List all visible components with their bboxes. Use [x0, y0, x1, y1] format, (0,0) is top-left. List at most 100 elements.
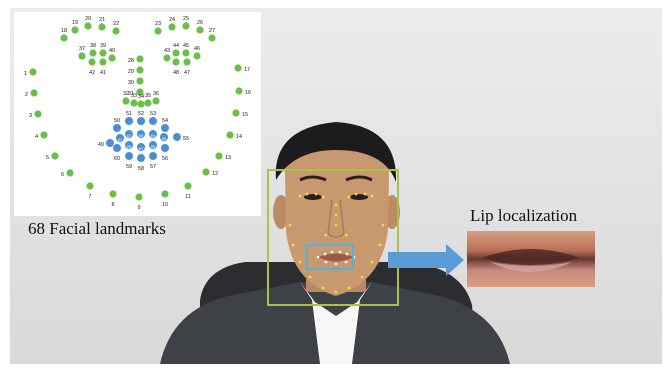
landmark-point-7 [86, 182, 94, 190]
landmark-point-33 [130, 99, 138, 107]
landmark-label-52: 52 [138, 111, 144, 117]
landmark-point-53 [149, 117, 157, 125]
landmark-label-5: 5 [46, 155, 49, 161]
landmark-label-17: 17 [244, 67, 250, 73]
lip-bounding-box [306, 244, 354, 270]
landmark-label-55: 55 [183, 136, 189, 142]
mouth [318, 253, 354, 262]
landmark-point-54 [161, 124, 169, 132]
lip-landmark-dot [330, 250, 334, 254]
landmark-point-58 [137, 154, 145, 162]
landmark-point-12 [202, 168, 210, 176]
landmark-point-8 [109, 190, 117, 198]
lip-landmark-dot [338, 250, 342, 254]
right-eye [350, 194, 368, 200]
landmark-point-45 [182, 49, 190, 57]
landmark-point-1 [29, 68, 37, 76]
person-silhouette [160, 122, 510, 364]
face-bounding-box [267, 169, 399, 306]
landmark-point-43 [163, 54, 171, 62]
landmark-point-27 [208, 34, 216, 42]
landmark-label-65: 65 [162, 136, 167, 141]
landmark-label-36: 36 [153, 91, 159, 97]
landmark-point-63 [137, 130, 145, 138]
face-landmark-dot [308, 275, 312, 279]
landmark-point-6 [66, 169, 74, 177]
left-ear [273, 195, 289, 229]
face-landmark-dot [347, 195, 351, 199]
face-landmark-dot [370, 194, 374, 198]
landmark-label-4: 4 [35, 134, 38, 140]
landmark-label-35: 35 [145, 93, 151, 99]
landmark-label-6: 6 [61, 172, 64, 178]
face-landmark-dot [344, 233, 348, 237]
landmark-label-54: 54 [162, 118, 168, 124]
landmark-label-42: 42 [89, 70, 95, 76]
landmark-label-30: 30 [128, 80, 134, 86]
landmark-label-11: 11 [185, 194, 191, 200]
landmark-point-26 [196, 26, 204, 34]
landmark-point-30 [136, 77, 144, 85]
landmark-label-56: 56 [162, 156, 168, 162]
landmark-point-35 [144, 99, 152, 107]
landmark-label-27: 27 [209, 28, 215, 34]
landmark-point-38 [89, 49, 97, 57]
landmark-label-12: 12 [212, 171, 218, 177]
landmark-label-33: 33 [131, 93, 137, 99]
landmark-label-2: 2 [25, 92, 28, 98]
landmark-point-39 [99, 49, 107, 57]
face-landmark-dot [298, 260, 302, 264]
landmark-label-7: 7 [88, 194, 91, 200]
landmark-label-25: 25 [183, 16, 189, 22]
landmark-label-39: 39 [100, 43, 106, 49]
landmark-point-36 [152, 97, 160, 105]
landmark-label-60: 60 [114, 156, 120, 162]
landmark-label-48: 48 [173, 70, 179, 76]
face-landmark-dot [381, 223, 385, 227]
face-landmark-dot [363, 192, 367, 196]
landmark-label-14: 14 [236, 134, 242, 140]
landmark-point-9 [135, 193, 143, 201]
landmark-point-60 [113, 144, 121, 152]
landmark-point-44 [172, 49, 180, 57]
shirt [312, 300, 360, 364]
landmark-point-13 [215, 152, 223, 160]
landmark-label-43: 43 [164, 48, 170, 54]
landmark-label-53: 53 [150, 111, 156, 117]
face-landmark-dot [347, 286, 351, 290]
landmark-point-16 [235, 87, 243, 95]
landmark-point-62 [125, 130, 133, 138]
landmark-point-37 [78, 52, 86, 60]
landmark-point-41 [99, 58, 107, 66]
landmark-label-1: 1 [24, 71, 27, 77]
face-landmark-dot [321, 286, 325, 290]
face-landmark-dot [298, 194, 302, 198]
landmark-label-3: 3 [29, 113, 32, 119]
landmark-point-42 [88, 58, 96, 66]
landmark-label-34: 34 [138, 94, 144, 100]
landmark-label-23: 23 [155, 21, 161, 27]
landmark-point-20 [84, 22, 92, 30]
landmark-label-40: 40 [109, 48, 115, 54]
landmark-point-47 [183, 58, 191, 66]
nose [327, 199, 345, 238]
landmark-label-61: 61 [118, 137, 123, 142]
landmark-label-51: 51 [126, 111, 132, 117]
landmark-point-48 [172, 58, 180, 66]
face-landmark-dot [321, 195, 325, 199]
landmark-label-64: 64 [151, 133, 156, 138]
landmark-point-51 [125, 117, 133, 125]
face-landmark-dot [378, 243, 382, 247]
lip-landmark-dot [344, 260, 348, 264]
landmark-label-22: 22 [113, 21, 119, 27]
landmark-point-25 [182, 22, 190, 30]
landmark-point-67 [137, 143, 145, 151]
landmark-point-40 [108, 54, 116, 62]
landmark-label-46: 46 [194, 46, 200, 52]
hair [275, 122, 397, 182]
landmarks-caption: 68 Facial landmarks [28, 219, 166, 238]
landmark-point-61 [116, 134, 124, 142]
face-landmark-dot [334, 290, 338, 294]
landmark-point-66 [149, 141, 157, 149]
landmark-point-14 [226, 131, 234, 139]
